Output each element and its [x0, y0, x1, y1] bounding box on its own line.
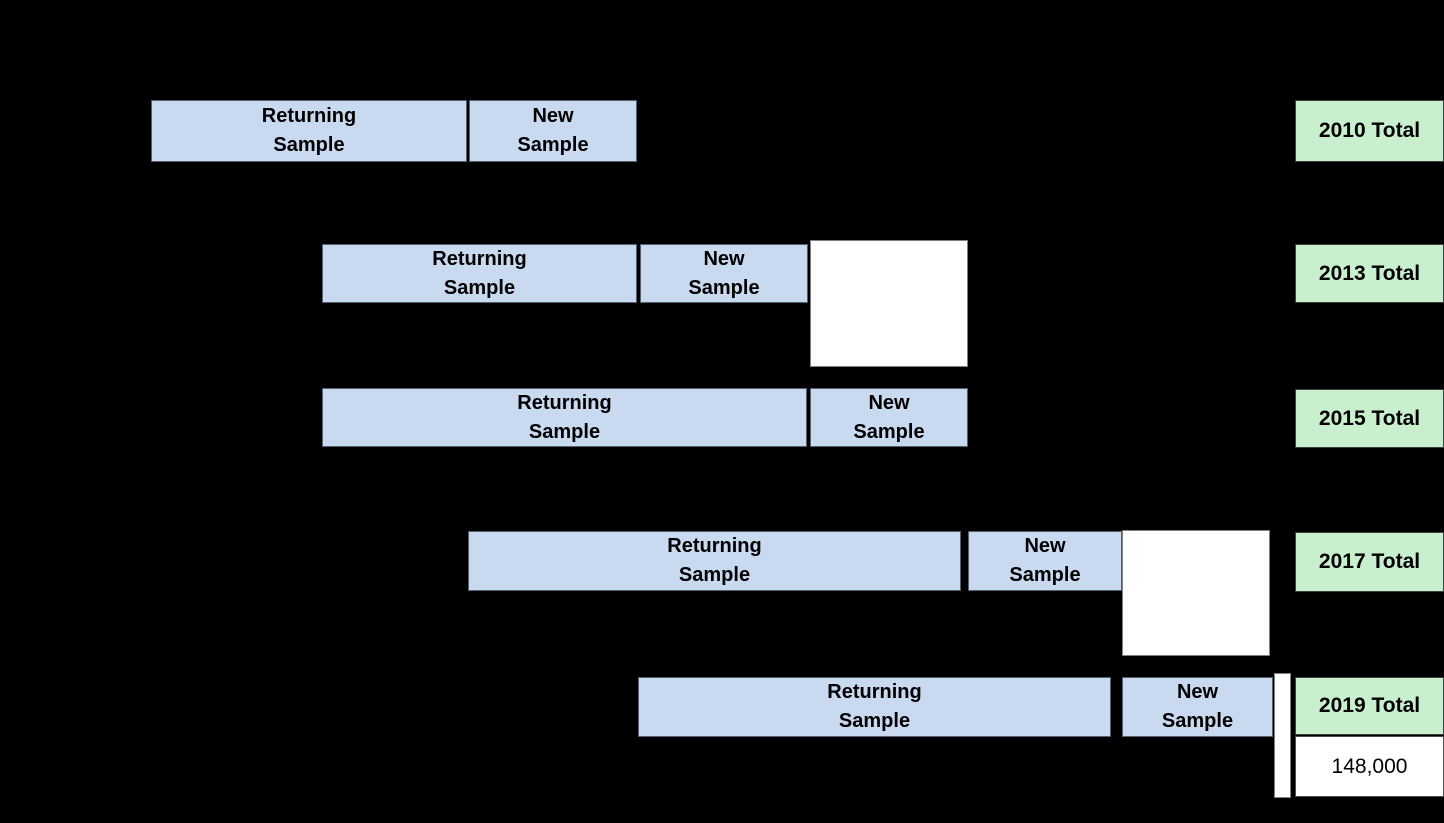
returning-sample-label: Returning Sample	[432, 247, 527, 299]
new-sample-label: New Sample	[1161, 681, 1234, 732]
returning-sample-label: Returning Sample	[261, 105, 357, 156]
total-label-2019: 2019 Total	[1318, 694, 1421, 717]
new-sample-label: New Sample	[517, 105, 589, 156]
new-sample-label: New Sample	[853, 391, 925, 443]
new-sample-box-2010: New Sample	[469, 100, 637, 162]
returning-sample-box-2019: Returning Sample	[638, 677, 1111, 737]
new-sample-box-2019: New Sample	[1122, 677, 1273, 737]
returning-sample-box-2010: Returning Sample	[151, 100, 467, 162]
empty-sample-box-2013	[810, 240, 968, 367]
total-label-2017: 2017 Total	[1318, 550, 1421, 573]
returning-sample-box-2017: Returning Sample	[468, 531, 961, 591]
total-box-2010: 2010 Total	[1295, 100, 1444, 162]
total-label-2015: 2015 Total	[1318, 406, 1421, 430]
empty-strip-2019	[1274, 673, 1291, 798]
new-sample-box-2013: New Sample	[640, 244, 808, 303]
total-value-2019: 148,000	[1331, 754, 1408, 778]
total-value-box-2019: 148,000	[1295, 736, 1444, 797]
returning-sample-box-2015: Returning Sample	[322, 388, 807, 447]
total-box-2013: 2013 Total	[1295, 244, 1444, 303]
total-label-2010: 2010 Total	[1318, 119, 1421, 142]
new-sample-box-2015: New Sample	[810, 388, 968, 447]
returning-sample-label: Returning Sample	[517, 391, 612, 443]
total-label-2013: 2013 Total	[1318, 261, 1421, 285]
total-box-2015: 2015 Total	[1295, 389, 1444, 448]
total-box-2019: 2019 Total	[1295, 677, 1444, 735]
returning-sample-label: Returning Sample	[667, 535, 762, 586]
total-box-2017: 2017 Total	[1295, 532, 1444, 592]
new-sample-box-2017: New Sample	[968, 531, 1122, 591]
returning-sample-label: Returning Sample	[827, 681, 922, 732]
new-sample-label: New Sample	[1009, 535, 1081, 586]
new-sample-label: New Sample	[688, 247, 760, 299]
empty-sample-box-2017	[1122, 530, 1270, 656]
returning-sample-box-2013: Returning Sample	[322, 244, 637, 303]
